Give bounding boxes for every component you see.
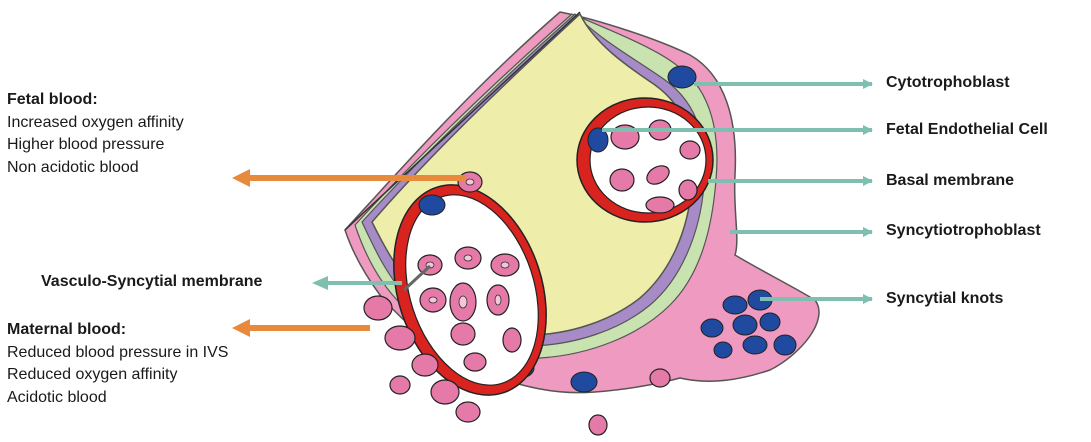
- cytotrophoblast-nucleus: [571, 372, 597, 392]
- vasculo-syncytial-label: Vasculo-Syncytial membrane: [41, 271, 262, 293]
- fetal-blood-block: Fetal blood: Increased oxygen affinity H…: [7, 89, 184, 179]
- basal-membrane-label: Basal membrane: [886, 170, 1014, 192]
- maternal-blood-line: Acidotic blood: [7, 387, 228, 410]
- syncytial-knots-label: Syncytial knots: [886, 288, 1003, 310]
- fetal-endothelial-label: Fetal Endothelial Cell: [886, 119, 1048, 141]
- fetal-blood-line: Increased oxygen affinity: [7, 112, 184, 135]
- maternal-blood-line: Reduced oxygen affinity: [7, 364, 228, 387]
- fetal-blood-line: Non acidotic blood: [7, 157, 184, 180]
- fetal-blood-line: Higher blood pressure: [7, 134, 184, 157]
- cytotrophoblast-label: Cytotrophoblast: [886, 72, 1010, 94]
- syncytiotrophoblast-label: Syncytiotrophoblast: [886, 220, 1041, 242]
- maternal-blood-block: Maternal blood: Reduced blood pressure i…: [7, 319, 228, 409]
- endothelial-nucleus: [419, 195, 445, 215]
- maternal-blood-heading: Maternal blood:: [7, 319, 228, 342]
- maternal-blood-line: Reduced blood pressure in IVS: [7, 342, 228, 365]
- cytotrophoblast-nucleus: [668, 66, 696, 88]
- fetal-capillary-right: [577, 98, 713, 222]
- fetal-blood-heading: Fetal blood:: [7, 89, 184, 112]
